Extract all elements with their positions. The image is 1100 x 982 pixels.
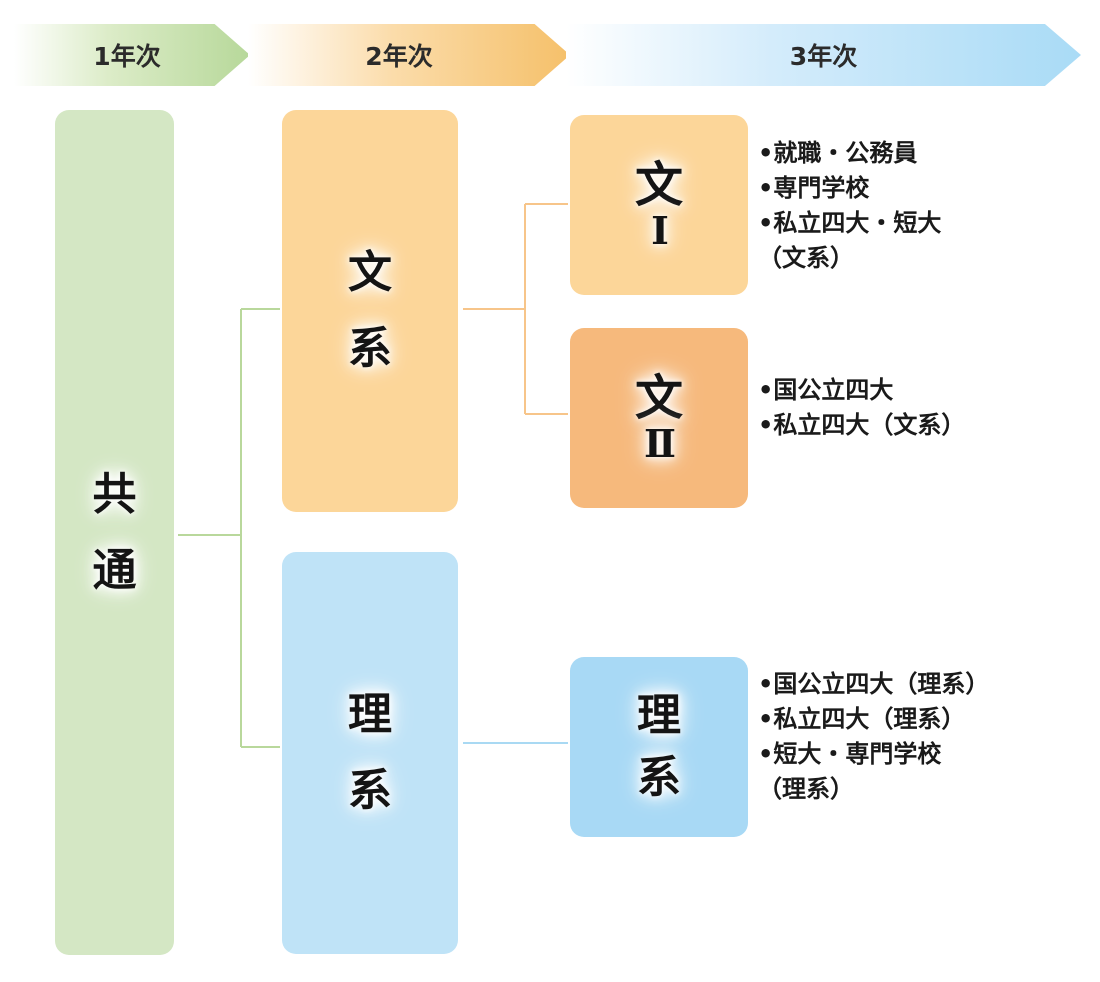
list-item: •国公立四大 — [758, 376, 894, 404]
ri-outcomes: •国公立四大（理系） •私立四大（理系） •短大・専門学校 （理系） — [758, 667, 989, 807]
bun1-numeral: Ⅰ — [651, 208, 669, 253]
list-item: （理系） — [758, 775, 854, 803]
year3-label: 3年次 — [789, 42, 858, 71]
list-item: （文系） — [758, 244, 854, 272]
year1-label: 1年次 — [93, 42, 161, 71]
year1-arrow: 1年次 — [14, 24, 250, 86]
list-item: •私立四大・短大 — [758, 209, 942, 237]
rikei-char-1: 理 — [348, 689, 392, 740]
bunkei-char-1: 文 — [348, 247, 392, 298]
bun2-outcomes: •国公立四大 •私立四大（文系） — [758, 373, 965, 443]
list-item: •就職・公務員 — [758, 139, 918, 167]
ri-char-1: 理 — [637, 690, 681, 741]
bun2-main: 文 — [634, 370, 683, 426]
bun2-numeral: Ⅱ — [643, 421, 676, 466]
common-char-2: 通 — [92, 544, 137, 596]
ri-char-2: 系 — [637, 752, 681, 803]
bun1-box: 文 Ⅰ — [570, 115, 748, 295]
list-item: •国公立四大（理系） — [758, 670, 990, 698]
bun1-main: 文 — [634, 157, 683, 213]
bun2-box: 文 Ⅱ — [570, 328, 748, 508]
rikei-char-2: 系 — [348, 765, 392, 816]
common-char-1: 共 — [92, 468, 137, 520]
ri-box: 理 系 — [570, 657, 748, 837]
year2-label: 2年次 — [365, 42, 433, 71]
bunkei-connector — [463, 203, 568, 415]
common-box: 共 通 — [55, 110, 174, 955]
list-item: •私立四大（文系） — [758, 411, 966, 439]
common-connector — [178, 308, 280, 748]
year3-arrow: 3年次 — [566, 24, 1081, 86]
list-item: •私立四大（理系） — [758, 705, 966, 733]
list-item: •短大・専門学校 — [758, 740, 942, 768]
bun1-outcomes: •就職・公務員 •専門学校 •私立四大・短大 （文系） — [758, 136, 941, 276]
bunkei-box: 文 系 — [282, 110, 458, 512]
rikei-box: 理 系 — [282, 552, 458, 954]
year2-arrow: 2年次 — [248, 24, 570, 86]
bunkei-char-2: 系 — [348, 323, 392, 374]
list-item: •専門学校 — [758, 174, 870, 202]
